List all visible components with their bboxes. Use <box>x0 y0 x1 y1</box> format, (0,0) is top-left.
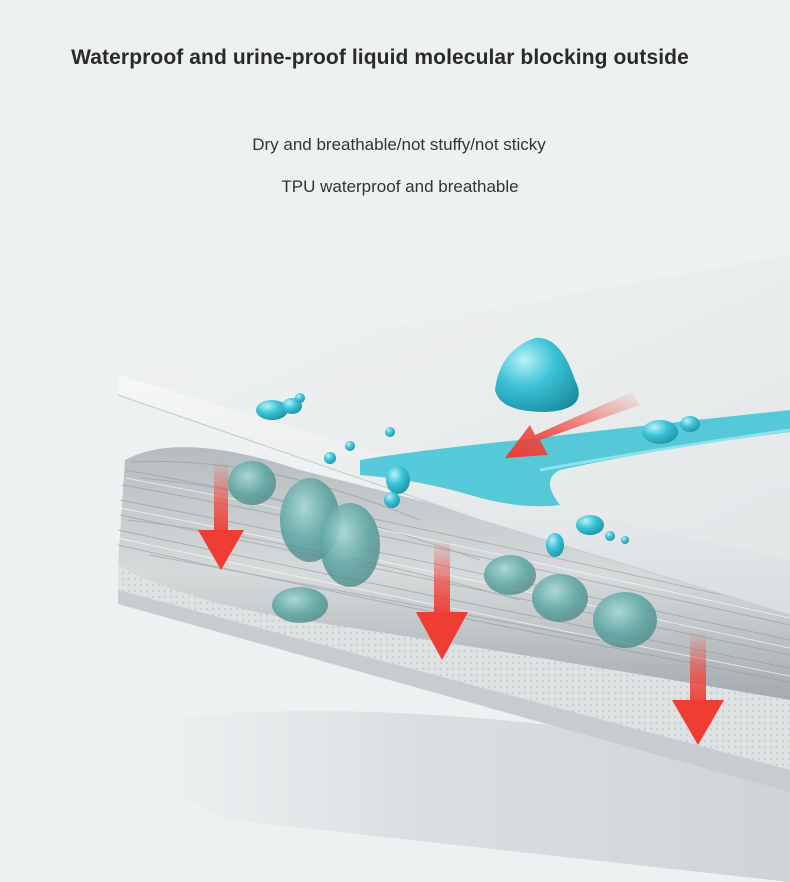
feature-tpu: TPU waterproof and breathable <box>281 177 519 196</box>
waterproof-top-sheet <box>117 255 790 616</box>
red-arrow-icon <box>198 460 244 570</box>
water-droplets <box>256 337 700 557</box>
feature-dry-breathable: Dry and breathable/not stuffy/not sticky <box>252 135 546 154</box>
ground-shadow <box>149 711 790 882</box>
headline: Waterproof and urine-proof liquid molecu… <box>71 46 689 69</box>
trapped-moisture-bubbles <box>228 461 657 648</box>
red-arrow-icon <box>672 630 724 745</box>
water-spill <box>360 410 790 507</box>
red-arrow-icon <box>505 392 640 458</box>
red-arrow-icon <box>416 540 468 660</box>
